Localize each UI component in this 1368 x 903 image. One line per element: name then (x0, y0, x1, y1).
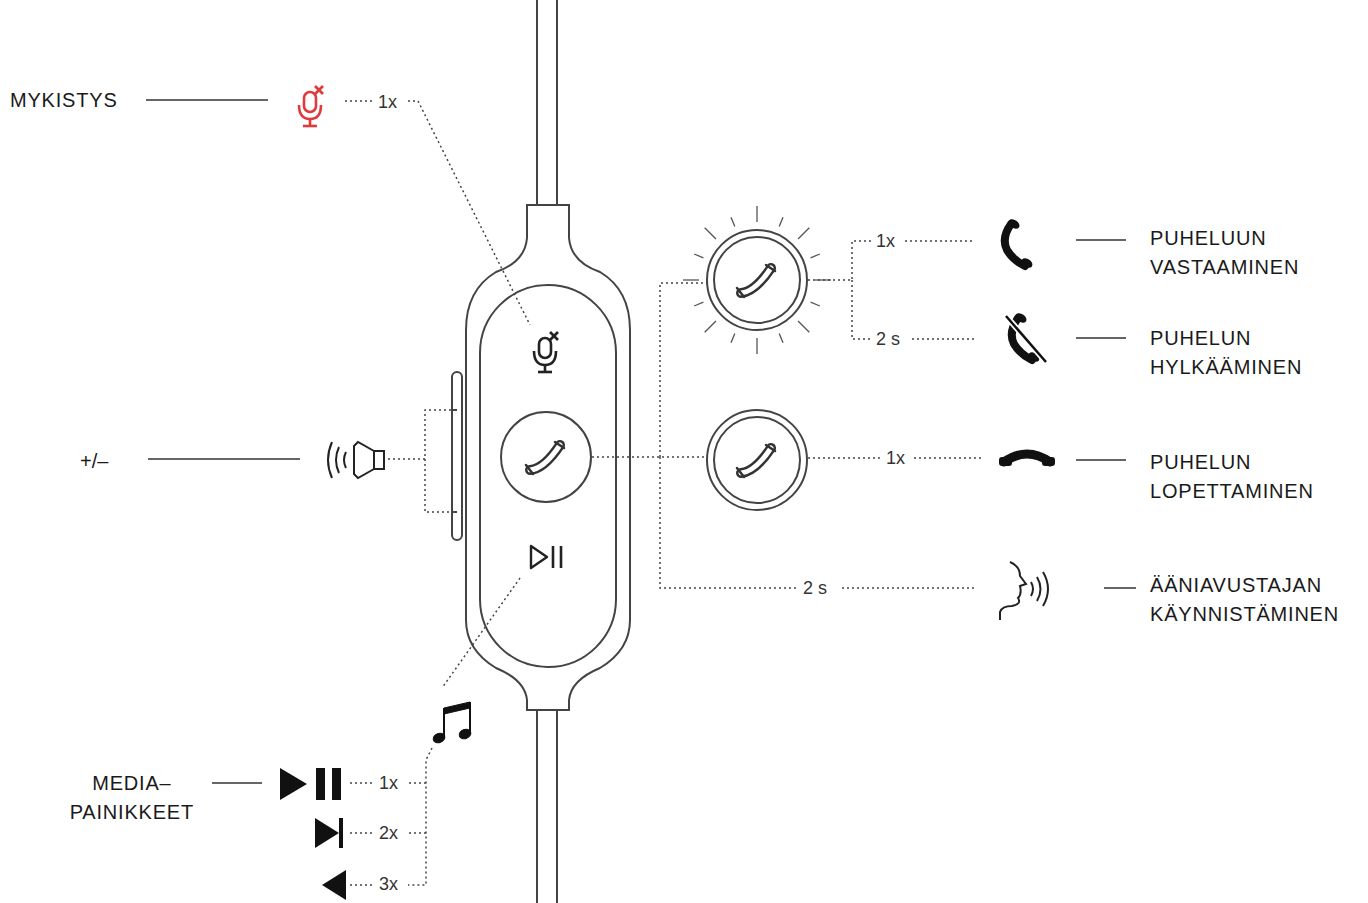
press-count: 2x (379, 820, 398, 846)
call-button-icon (737, 445, 775, 477)
mute-icon (299, 86, 323, 126)
function-label: ÄÄNIAVUSTAJAN KÄYNNISTÄMINEN (1150, 571, 1339, 629)
ray (731, 334, 735, 343)
press-count: 1x (886, 445, 905, 471)
ray (798, 321, 809, 332)
press-count: 1x (379, 770, 398, 796)
ray (811, 254, 820, 258)
cable (536, 708, 538, 903)
press-count: 3x (379, 871, 398, 897)
media-icons (280, 768, 346, 900)
play-pause-button-icon (531, 546, 561, 568)
rocker-mark (452, 511, 457, 513)
mute-button-icon (534, 332, 558, 372)
cable (536, 0, 538, 207)
press-count: +/– (80, 447, 108, 476)
ray (705, 228, 716, 239)
rocker-mark (452, 409, 457, 411)
cable (556, 0, 558, 207)
answer-icon (1005, 217, 1034, 269)
press-count: 2 s (803, 575, 827, 601)
hangup-icon (999, 454, 1055, 466)
ray (779, 217, 783, 226)
reject-icon (1006, 311, 1046, 363)
call-button-icon (526, 442, 564, 474)
function-label: PUHELUUN VASTAAMINEN (1150, 224, 1299, 282)
ringing-button (707, 230, 807, 330)
call-button (501, 412, 591, 502)
ray (705, 321, 716, 332)
function-label: MEDIA– PAINIKKEET (70, 769, 194, 827)
ray (798, 228, 809, 239)
ray (756, 338, 757, 354)
voice-assistant-icon (1000, 562, 1048, 620)
leader-line (146, 100, 1136, 783)
call-button-icon (737, 265, 775, 297)
ray (694, 302, 703, 306)
ray (811, 302, 820, 306)
ray (683, 279, 699, 280)
ringing-button (714, 237, 800, 323)
music-note-icon (432, 702, 472, 744)
ray (756, 206, 757, 222)
function-label: PUHELUN LOPETTAMINEN (1150, 448, 1314, 506)
press-count: 2 s (876, 326, 900, 352)
function-label: PUHELUN HYLKÄÄMINEN (1150, 324, 1302, 382)
press-count: 1x (378, 89, 397, 115)
cable (556, 708, 558, 903)
dotted-leader (345, 101, 982, 885)
remote-face (480, 285, 616, 667)
speaker-icon (328, 442, 384, 478)
incall-button (714, 417, 800, 503)
press-count: 1x (876, 228, 895, 254)
function-label: MYKISTYS (10, 86, 118, 115)
incall-button (707, 410, 807, 510)
ray (731, 217, 735, 226)
ray (694, 254, 703, 258)
ray (779, 334, 783, 343)
remote-body (466, 205, 630, 710)
volume-rocker (452, 372, 462, 540)
